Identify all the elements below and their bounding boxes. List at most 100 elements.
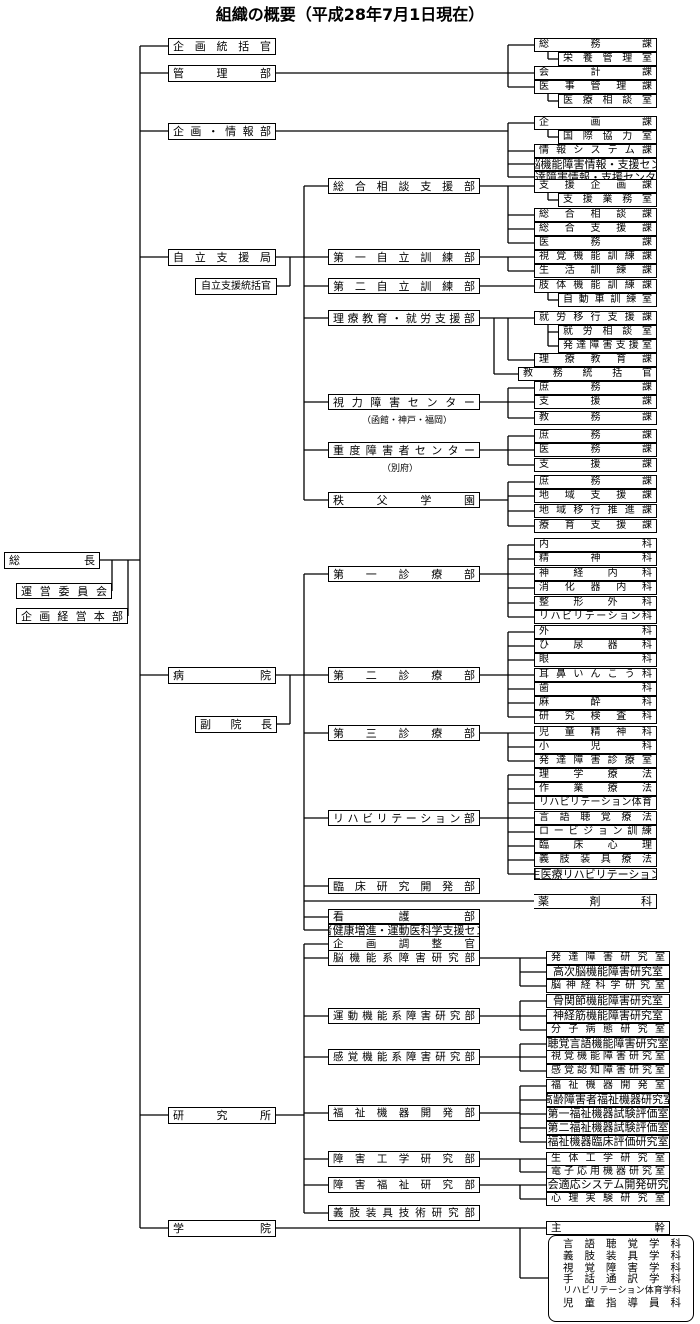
lab-box: 高次脳機能障害研究室 xyxy=(546,965,670,979)
jiritsu-dept-box: 重度障害者センター xyxy=(328,442,480,458)
kikaku-joho-box: 企画・情報部 xyxy=(168,122,276,140)
byoin-dept-box: 第二診療部 xyxy=(328,667,480,683)
unit-box: 医務課 xyxy=(534,236,657,250)
chart-title: 組織の概要（平成28年7月1日現在） xyxy=(215,5,485,24)
course-item: リハビリテーション体育学科 xyxy=(563,1286,681,1297)
lab-box: 第二福祉機器試験評価室 xyxy=(546,1121,670,1135)
unit-box: 義肢装具療法 xyxy=(534,853,657,867)
gakuin-courses: 言語聴覚学科 義肢装具学科 視覚障害学科 手話通訳学科 リハビリテーション体育学… xyxy=(548,1235,694,1322)
unit-box: ロービジョン訓練 xyxy=(534,825,657,839)
unit-box: 歯科 xyxy=(534,682,657,696)
byoin-dept-box: 第一診療部 xyxy=(328,566,480,582)
lab-box: 福祉機器臨床評価研究室 xyxy=(546,1135,670,1149)
kanri-sub-box: 医療相談室 xyxy=(558,94,657,108)
unit-box: 言語聴覚療法 xyxy=(534,811,657,825)
unit-box: 医務課 xyxy=(534,443,657,457)
lab-box: 生体工学研究室 xyxy=(546,1152,670,1166)
unit-box: 外科 xyxy=(534,625,657,639)
course-item: 視覚障害学科 xyxy=(563,1261,681,1274)
gakuin-head-box: 主幹 xyxy=(546,1221,670,1235)
kenkyu-dept-box: 運動機能系障害研究部 xyxy=(328,1008,480,1024)
unit-box: 生活訓練課 xyxy=(534,264,657,278)
unit-box: 発達障害診療室 xyxy=(534,754,657,768)
byoin-dept-box: リハビリテーション部 xyxy=(328,810,480,826)
pharmacy-box: 薬剤科 xyxy=(534,894,657,909)
kenkyu-dept-box: 脳機能系障害研究部 xyxy=(328,950,480,966)
unit-box: 研究検査科 xyxy=(534,710,657,724)
unit-box: 支援課 xyxy=(534,458,657,472)
jiritsu-dept-box: 秩父学園 xyxy=(328,492,480,508)
unit-box: 作業療法 xyxy=(534,782,657,796)
unit-box: 児童精神科 xyxy=(534,726,657,740)
unit-box: 内科 xyxy=(534,538,657,552)
steering-committee-box: 運営委員会 xyxy=(16,583,112,599)
unit-box: 就労移行支援課 xyxy=(534,311,657,325)
kenkyu-dept-box: 障害福祉研究部 xyxy=(328,1177,480,1193)
byoin-dept-box: 第三診療部 xyxy=(328,725,480,741)
jiritsu-box: 自立支援局 xyxy=(168,248,276,266)
kenkyu-dept-box: 義肢装具技術研究部 xyxy=(328,1205,480,1221)
unit-box: 整形外科 xyxy=(534,596,657,610)
kenkyu-dept-box: 感覚機能系障害研究部 xyxy=(328,1049,480,1065)
sub-unit-box: 就労相談室 xyxy=(558,325,657,339)
unit-box: 精神科 xyxy=(534,552,657,566)
jiritsu-dept-box: 総合相談支援部 xyxy=(328,178,480,194)
lab-box: 発達障害研究室 xyxy=(546,951,670,965)
jiritsu-dept-box: 理療教育・就労支援部 xyxy=(328,310,480,326)
unit-box: 庶務課 xyxy=(534,475,657,489)
lab-box: 電子応用機器研究室 xyxy=(546,1165,670,1179)
nursing-box: 看護部 xyxy=(328,909,480,924)
unit-box: 再生医療リハビリテーション室 xyxy=(534,868,657,880)
lab-box: 神経筋機能障害研究室 xyxy=(546,1009,670,1023)
unit-box: 支援課 xyxy=(534,395,657,409)
kanri-box: 管理部 xyxy=(168,64,276,82)
sub-unit-box: 発達障害支援室 xyxy=(558,339,657,353)
jiritsu-deputy-box: 自立支援統括官 xyxy=(195,278,277,295)
kikaku-unit-box: 企画課 xyxy=(534,116,657,130)
sub-unit-box: 支援業務室 xyxy=(558,193,657,207)
lab-box: 高齢障害者福祉機器研究室 xyxy=(546,1093,670,1107)
unit-box: リハビリテーション体育 xyxy=(534,796,657,810)
lab-box: 聴覚言語機能障害研究室 xyxy=(546,1037,670,1051)
unit-box: 地域支援課 xyxy=(534,489,657,503)
gakuin-box: 学院 xyxy=(168,1219,276,1237)
location-note: （別府） xyxy=(382,464,419,474)
unit-box: 支援企画課 xyxy=(534,179,657,193)
unit-box: 教務課 xyxy=(534,411,657,425)
unit-box: 地域移行推進課 xyxy=(534,504,657,518)
lab-box: 骨関節機能障害研究室 xyxy=(546,994,670,1008)
course-item: 児童指導員科 xyxy=(563,1296,681,1309)
president-box: 総長 xyxy=(4,552,100,569)
lab-box: 視覚機能障害研究室 xyxy=(546,1050,670,1064)
unit-box: 耳鼻いんこう科 xyxy=(534,668,657,682)
byoin-deputy-box: 副院長 xyxy=(195,716,277,733)
byoin-box: 病院 xyxy=(168,666,276,684)
kenkyu-dept-box: 障害工学研究部 xyxy=(328,1151,480,1167)
jiritsu-dept-box: 第一自立訓練部 xyxy=(328,249,480,265)
unit-box: 小児科 xyxy=(534,740,657,754)
jiritsu-dept-box: 視力障害センター xyxy=(328,394,480,410)
byoin-dept-box: 臨床研究開発部 xyxy=(328,878,480,894)
lab-box: 第一福祉機器試験評価室 xyxy=(546,1107,670,1121)
unit-box: 神経内科 xyxy=(534,567,657,581)
course-item: 手話通訳学科 xyxy=(563,1273,681,1286)
kikaku-unit-box: 情報システム課 xyxy=(534,144,657,158)
unit-box: 視覚機能訓練課 xyxy=(534,250,657,264)
unit-box: 麻酔科 xyxy=(534,696,657,710)
sub-unit-box: 自動車訓練室 xyxy=(558,293,657,307)
location-note: （函館・神戸・福岡） xyxy=(362,416,453,426)
lab-box: 福祉機器開発室 xyxy=(546,1079,670,1093)
unit-box: 療育支援課 xyxy=(534,519,657,533)
unit-box: 肢体機能訓練課 xyxy=(534,279,657,293)
unit-box: 総合支援課 xyxy=(534,222,657,236)
jiritsu-dept-box: 第二自立訓練部 xyxy=(328,278,480,294)
course-item: 義肢装具学科 xyxy=(563,1249,681,1262)
kanri-sub-box: 栄養管理室 xyxy=(558,52,657,66)
planning-hq-box: 企画経営本部 xyxy=(16,608,128,624)
course-item: 言語聴覚学科 xyxy=(563,1238,681,1250)
lab-box: 心理実験研究室 xyxy=(546,1192,670,1206)
unit-box: 理学療法 xyxy=(534,768,657,782)
unit-box: 消化器内科 xyxy=(534,581,657,595)
unit-box: 理療教育課 xyxy=(534,353,657,367)
